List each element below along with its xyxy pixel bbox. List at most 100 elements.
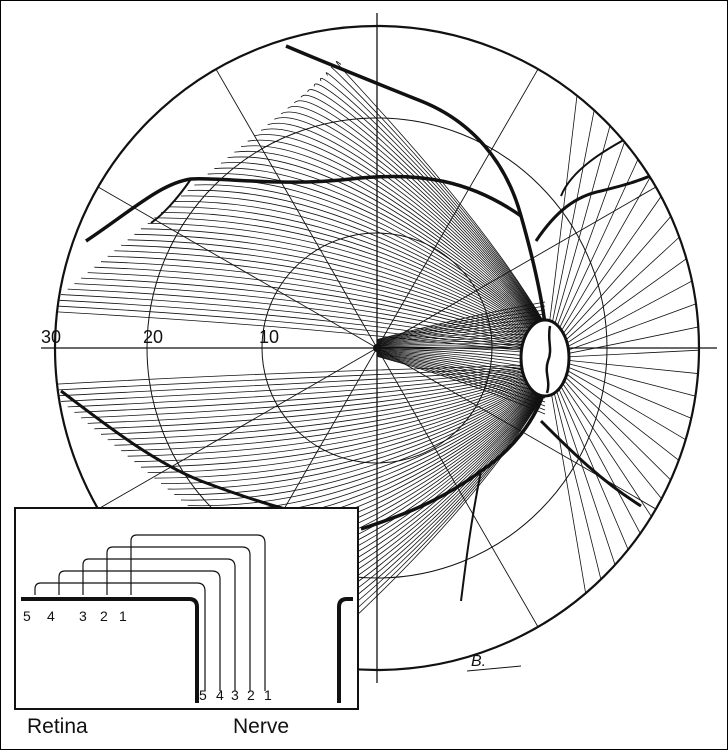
inset-fiber-layers <box>34 534 266 691</box>
spoke-line <box>376 347 672 519</box>
fiber-arc <box>240 145 546 334</box>
inset-layer-3 <box>82 558 236 691</box>
fiber-arc <box>100 261 546 347</box>
angle-tick-10: 10 <box>259 327 279 347</box>
papillomacular-fiber <box>376 325 546 344</box>
fiber-arc <box>294 100 546 329</box>
blood-vessels <box>60 44 662 602</box>
fiber-arc <box>335 61 546 325</box>
spoke-line <box>376 347 548 643</box>
papillomacular-fiber <box>376 354 546 403</box>
fiber-arc <box>140 228 546 344</box>
papillomacular-fiber <box>376 301 546 340</box>
fiber-arc <box>280 111 546 330</box>
optic-disc <box>519 318 571 398</box>
inset-right-number: 4 <box>216 687 224 703</box>
fiber-arc <box>114 370 546 446</box>
fiber-arc <box>320 78 546 327</box>
retina-label: Retina <box>27 715 88 738</box>
fiber-arc <box>160 211 546 342</box>
fiber-arc <box>74 283 546 350</box>
fiber-arc <box>307 89 546 328</box>
papillomacular-fiber <box>376 352 546 391</box>
upper-arcade-vessel <box>285 44 548 332</box>
fiber-arc <box>67 366 546 408</box>
nasal-fiber <box>544 280 699 359</box>
fiber-arc <box>87 272 546 349</box>
papillomacular-fiber <box>376 355 546 411</box>
nasal-fiber <box>544 357 642 646</box>
inset-retina-surface <box>21 597 199 703</box>
spoke-line <box>82 347 378 519</box>
inset-frame <box>14 507 359 710</box>
fiber-arc <box>120 371 546 452</box>
nasal-fiber <box>544 357 699 589</box>
nasal-fiber <box>544 188 699 359</box>
nasal-fiber <box>544 357 699 414</box>
papillomacular-fiber <box>376 353 546 399</box>
nasal-fiber <box>544 217 699 359</box>
inset-layer-5 <box>34 582 206 691</box>
fiber-arc <box>187 190 546 339</box>
fiber-arc <box>74 366 546 413</box>
fiber-arc <box>114 250 546 346</box>
fiber-arc <box>300 94 546 328</box>
lower-temporal-vessel <box>60 389 302 515</box>
fiber-arc <box>140 372 546 468</box>
nasal-fiber <box>544 357 699 538</box>
inset-layer-1 <box>130 534 266 691</box>
nasal-fiber <box>544 50 607 359</box>
fiber-arc <box>331 66 546 325</box>
fiber-arc <box>147 222 546 343</box>
nasal-fiber <box>544 135 699 359</box>
fiber-arc <box>325 72 546 326</box>
inset-layer-2 <box>106 546 251 691</box>
nasal-fiber <box>544 357 599 669</box>
lower-small-branch <box>460 470 482 602</box>
inset-right-number: 3 <box>231 687 239 703</box>
fiber-arc <box>147 373 546 474</box>
fiber-arc <box>55 364 546 391</box>
fiber-arc <box>254 134 546 333</box>
inset-left-number: 5 <box>23 608 31 624</box>
nasal-fiber <box>544 357 699 479</box>
fovea-point <box>373 344 381 352</box>
fiber-arc <box>194 184 546 338</box>
inset-left-number: 3 <box>79 608 87 624</box>
fiber-arc <box>120 244 546 345</box>
fiber-arc <box>60 294 546 351</box>
angle-tick-30: 30 <box>41 327 61 347</box>
inset-left-number: 2 <box>100 608 108 624</box>
nasal-fiber <box>544 313 699 359</box>
fiber-arc <box>313 83 546 327</box>
fiber-arc <box>87 367 546 424</box>
nasal-fiber <box>544 92 669 359</box>
fiber-arc <box>207 173 546 337</box>
papillomacular-fiber <box>376 321 546 343</box>
upper-small-branch <box>560 130 642 197</box>
nasal-fiber <box>544 248 699 359</box>
fiber-arc <box>55 299 546 352</box>
inset-nerve-wall <box>337 597 353 703</box>
spoke-line <box>376 53 548 349</box>
fiber-arc <box>127 371 546 457</box>
fiber-arc <box>247 139 546 333</box>
spoke-line <box>376 177 672 349</box>
fiber-arc <box>160 374 546 485</box>
fiber-arc <box>127 239 546 345</box>
fiber-arc <box>187 377 546 507</box>
papillomacular-fiber <box>376 317 546 343</box>
fiber-arc <box>134 372 546 463</box>
papillomacular-fiber <box>376 313 546 342</box>
spoke-line <box>206 53 378 349</box>
nasal-fiber <box>544 75 649 359</box>
fiber-arc <box>174 201 546 340</box>
signature-underline <box>466 665 522 672</box>
papillomacular-fiber <box>376 356 546 415</box>
upper-branch-vessel <box>85 174 523 243</box>
fiber-arc <box>220 162 546 336</box>
angle-tick-20: 20 <box>143 327 163 347</box>
